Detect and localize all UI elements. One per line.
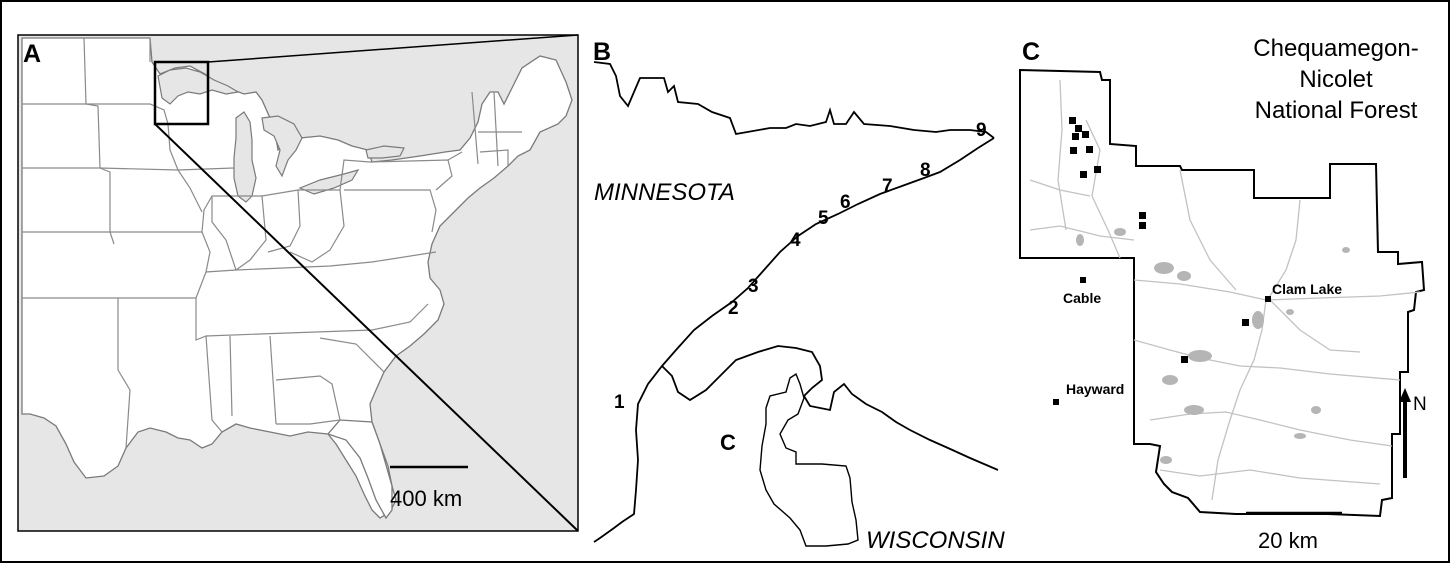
minnesota-border-north bbox=[593, 61, 995, 139]
sample-site-marker bbox=[1072, 133, 1079, 140]
lake-erie bbox=[298, 169, 360, 195]
forest-title-line-2: Nicolet bbox=[1299, 66, 1373, 93]
state-label-minnesota: MINNESOTA bbox=[594, 179, 735, 206]
sample-site-marker bbox=[1075, 125, 1082, 132]
town-marker-cable bbox=[1080, 277, 1086, 283]
sample-site-marker bbox=[1242, 319, 1249, 326]
north-arrow: N bbox=[1399, 388, 1427, 478]
lake-superior bbox=[157, 67, 240, 105]
town-label-hayward: Hayward bbox=[1066, 381, 1124, 397]
town-label-clam-lake: Clam Lake bbox=[1272, 281, 1342, 297]
forest-title: Chequamegon- Nicolet National Forest bbox=[1253, 35, 1418, 124]
panel-letter-a: A bbox=[23, 40, 41, 68]
forest-title-line-1: Chequamegon- bbox=[1253, 35, 1418, 62]
sample-site-marker bbox=[1070, 147, 1077, 154]
forest-lakes bbox=[1076, 228, 1350, 464]
sample-site-marker bbox=[1086, 146, 1093, 153]
sample-site-marker bbox=[1080, 171, 1087, 178]
us-landmass bbox=[21, 37, 573, 519]
florida bbox=[326, 419, 393, 520]
north-label: N bbox=[1413, 394, 1427, 415]
inset-label-c-in-b: C bbox=[720, 430, 736, 455]
lake-huron bbox=[261, 115, 303, 178]
scale-label-c: 20 km bbox=[1258, 528, 1318, 553]
site-6: 6 bbox=[840, 192, 851, 213]
panel-c-map: C Chequamegon- Nicolet National Forest bbox=[1019, 35, 1427, 553]
town-marker-clam-lake bbox=[1265, 296, 1271, 302]
connector-line-top bbox=[207, 34, 579, 63]
state-boundaries bbox=[22, 37, 522, 449]
panel-letter-c: C bbox=[1022, 38, 1040, 66]
forest-boundary bbox=[1019, 68, 1426, 518]
south-shore-coast bbox=[661, 345, 999, 471]
site-3: 3 bbox=[748, 276, 759, 297]
inset-locator-box bbox=[153, 60, 210, 126]
panel-b-map: B MINNESOTA WISCONSIN C 1 2 3 4 5 6 7 8 … bbox=[593, 38, 1005, 554]
site-8: 8 bbox=[920, 160, 931, 181]
site-7: 7 bbox=[882, 176, 893, 197]
sample-site-marker bbox=[1094, 166, 1101, 173]
sample-site-marker bbox=[1069, 117, 1076, 124]
sample-site-marker bbox=[1181, 356, 1188, 363]
north-shore-coast bbox=[593, 137, 995, 543]
connector-line-bottom bbox=[154, 123, 579, 532]
site-2: 2 bbox=[728, 298, 739, 319]
site-1: 1 bbox=[614, 392, 625, 413]
panel-a-map: 400 km A bbox=[17, 34, 579, 532]
town-marker-hayward bbox=[1053, 399, 1059, 405]
sample-site-marker bbox=[1139, 222, 1146, 229]
forest-title-line-3: National Forest bbox=[1255, 97, 1418, 124]
site-5: 5 bbox=[818, 208, 829, 229]
forest-outline-b bbox=[759, 372, 859, 547]
sample-site-marker bbox=[1082, 131, 1089, 138]
sample-site-markers bbox=[1069, 117, 1249, 363]
lake-ontario bbox=[365, 145, 405, 159]
site-4: 4 bbox=[790, 230, 801, 251]
sample-site-marker bbox=[1139, 212, 1146, 219]
scale-label-a: 400 km bbox=[390, 486, 462, 511]
site-9: 9 bbox=[976, 120, 987, 141]
state-label-wisconsin: WISCONSIN bbox=[866, 527, 1005, 554]
panel-letter-b: B bbox=[593, 38, 611, 66]
town-label-cable: Cable bbox=[1063, 290, 1101, 306]
